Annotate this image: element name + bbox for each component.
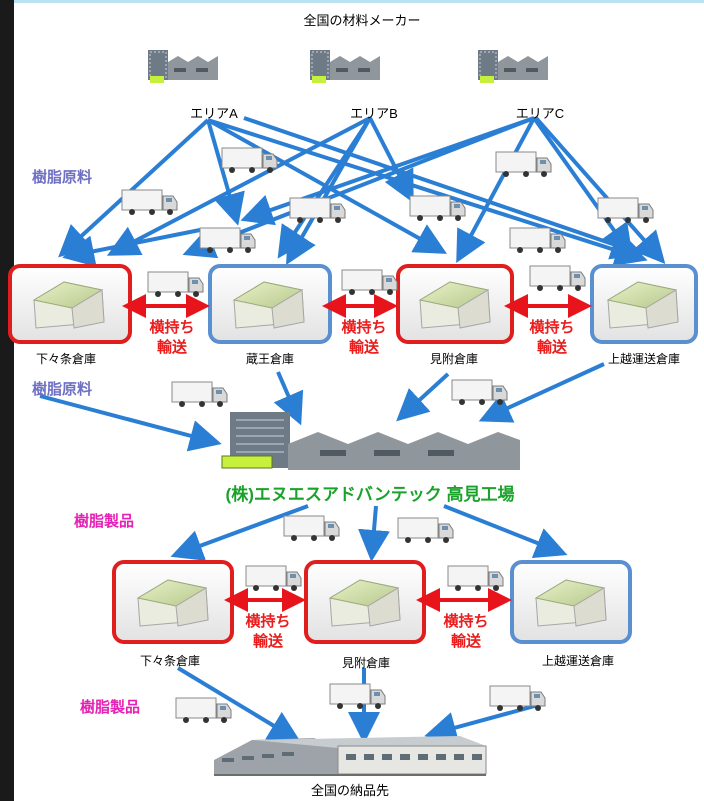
destination-label: 全国の納品先 bbox=[310, 783, 390, 798]
transfer-label-line1: 横持ち bbox=[149, 319, 195, 336]
top-accent-line bbox=[14, 0, 704, 3]
warehouse-label-joetsu-bottom: 上越運送倉庫 bbox=[541, 654, 615, 668]
area-b-label: エリアB bbox=[350, 106, 398, 121]
transfer-label-line1: 横持ち bbox=[341, 319, 387, 336]
resin-product-label-top: 樹脂製品 bbox=[74, 513, 135, 530]
transfer-label-line2: 輸送 bbox=[450, 633, 482, 650]
transfer-label-line2: 輸送 bbox=[536, 339, 568, 356]
truck-icon bbox=[329, 683, 386, 710]
area-c-label: エリアC bbox=[515, 106, 565, 121]
transfer-label-3: 横持ち 輸送 bbox=[529, 318, 574, 358]
manufacturer-c-icon bbox=[477, 49, 549, 84]
warehouse-label-zao-top: 蔵王倉庫 bbox=[245, 352, 295, 366]
resin-raw-label-mid: 樹脂原料 bbox=[32, 381, 93, 398]
truck-icon bbox=[121, 189, 178, 216]
truck-icon bbox=[397, 517, 454, 544]
truck-icon bbox=[147, 271, 204, 298]
warehouse-label-mitsuke-top: 見附倉庫 bbox=[429, 352, 479, 366]
truck-icon bbox=[489, 685, 546, 712]
transfer-label-1: 横持ち 輸送 bbox=[149, 318, 194, 358]
supply-arrows bbox=[58, 116, 666, 267]
truck-icon bbox=[597, 197, 654, 224]
transfer-label-line1: 横持ち bbox=[529, 319, 575, 336]
truck-icon bbox=[175, 697, 232, 724]
warehouse-label-joetsu-top: 上越運送倉庫 bbox=[607, 352, 681, 366]
from-factory-arrows bbox=[170, 504, 568, 562]
warehouse-box-mitsuke-bottom bbox=[304, 560, 426, 644]
factory-name-label: (株)エヌエスアドバンテック 高見工場 bbox=[225, 485, 515, 504]
truck-icon bbox=[447, 565, 504, 592]
left-edge-bar bbox=[0, 0, 14, 801]
title-manufacturers: 全国の材料メーカー bbox=[303, 13, 421, 28]
truck-icon bbox=[451, 379, 508, 406]
transfer-label-line2: 輸送 bbox=[156, 339, 188, 356]
resin-raw-label-top: 樹脂原料 bbox=[32, 169, 93, 186]
manufacturer-a-icon bbox=[147, 49, 219, 84]
transfer-label-5: 横持ち 輸送 bbox=[443, 612, 488, 652]
warehouse-box-shimojo-bottom bbox=[112, 560, 234, 644]
warehouse-box-joetsu-bottom bbox=[510, 560, 632, 644]
transfer-label-4: 横持ち 輸送 bbox=[245, 612, 290, 652]
warehouse-label-shimojo-top: 下々条倉庫 bbox=[35, 352, 97, 366]
transfer-label-line2: 輸送 bbox=[348, 339, 380, 356]
truck-icon bbox=[171, 381, 228, 408]
to-factory-arrows bbox=[39, 362, 605, 452]
warehouse-box-shimojo-top bbox=[8, 264, 132, 344]
warehouse-label-shimojo-bottom: 下々条倉庫 bbox=[139, 654, 201, 668]
transfer-label-2: 横持ち 輸送 bbox=[341, 318, 386, 358]
transfer-label-line2: 輸送 bbox=[252, 633, 284, 650]
truck-icon bbox=[495, 151, 552, 178]
resin-product-label-bottom: 樹脂製品 bbox=[80, 699, 141, 716]
truck-icon bbox=[283, 515, 340, 542]
warehouse-box-mitsuke-top bbox=[396, 264, 514, 344]
transfer-label-line1: 横持ち bbox=[443, 613, 489, 630]
truck-icon bbox=[529, 265, 586, 292]
truck-icon bbox=[245, 565, 302, 592]
warehouse-label-mitsuke-bottom: 見附倉庫 bbox=[341, 656, 391, 670]
warehouse-box-zao-top bbox=[208, 264, 332, 344]
truck-icon bbox=[289, 197, 346, 224]
factory-icon bbox=[221, 412, 520, 470]
area-a-label: エリアA bbox=[190, 106, 238, 121]
destination-building-icon bbox=[214, 736, 487, 776]
manufacturer-b-icon bbox=[309, 49, 381, 84]
warehouse-box-joetsu-top bbox=[590, 264, 698, 344]
transfer-label-line1: 横持ち bbox=[245, 613, 291, 630]
truck-icon bbox=[341, 269, 398, 296]
